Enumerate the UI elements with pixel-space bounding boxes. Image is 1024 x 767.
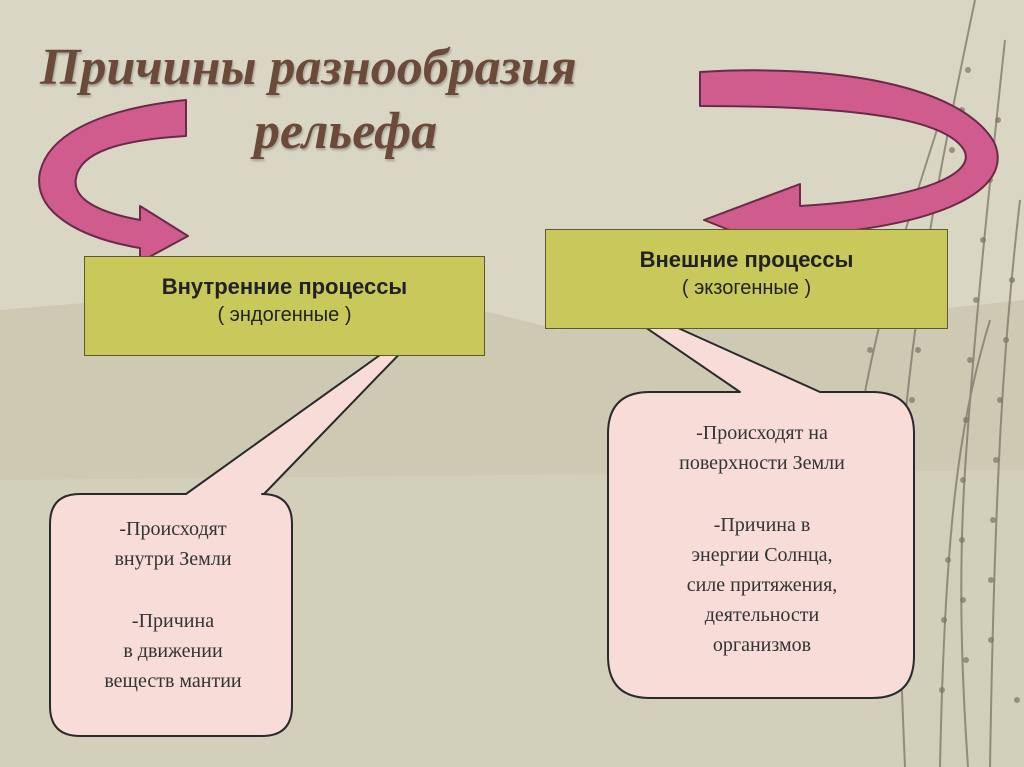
endo-callout-line: в движении bbox=[123, 640, 223, 662]
title-line-1: Причины разнообразия bbox=[40, 39, 577, 96]
exo-callout-line: поверхности Земли bbox=[679, 452, 845, 474]
exo-callout-line: деятельности bbox=[704, 604, 820, 626]
exo-callout-line: организмов bbox=[712, 634, 812, 656]
endo-callout-line: внутри Земли bbox=[114, 548, 232, 570]
exo-callout-line: -Происходят на bbox=[696, 422, 828, 444]
endogenous-callout-text: -Происходят внутри Земли -Причина в движ… bbox=[55, 514, 291, 696]
endo-callout-line: веществ мантии bbox=[104, 670, 242, 692]
endo-callout-line: -Происходят bbox=[119, 518, 227, 540]
endogenous-subheading: ( эндогенные ) bbox=[217, 304, 352, 326]
title-line-2: рельефа bbox=[254, 103, 438, 160]
exogenous-heading: Внешние процессы bbox=[639, 247, 854, 272]
exogenous-callout-text: -Происходят на поверхности Земли -Причин… bbox=[612, 418, 912, 660]
endo-callout-bubble bbox=[49, 311, 441, 737]
endo-callout-line: -Причина bbox=[131, 610, 215, 632]
page-title: Причины разнообразия рельефа bbox=[40, 36, 740, 164]
willow-buds bbox=[849, 67, 1020, 703]
left-curved-arrow bbox=[38, 99, 189, 263]
endogenous-processes-box: Внутренние процессы ( эндогенные ) bbox=[84, 256, 485, 356]
exo-callout-line: -Причина в bbox=[713, 514, 811, 536]
exogenous-subheading: ( экзогенные ) bbox=[681, 277, 812, 299]
endogenous-heading: Внутренние процессы bbox=[161, 274, 408, 299]
exo-callout-line: силе притяжения, bbox=[686, 574, 838, 596]
exo-callout-bubble bbox=[584, 285, 915, 699]
exogenous-processes-box: Внешние процессы ( экзогенные ) bbox=[545, 229, 948, 329]
exo-callout-line: энергии Солнца, bbox=[691, 544, 833, 566]
